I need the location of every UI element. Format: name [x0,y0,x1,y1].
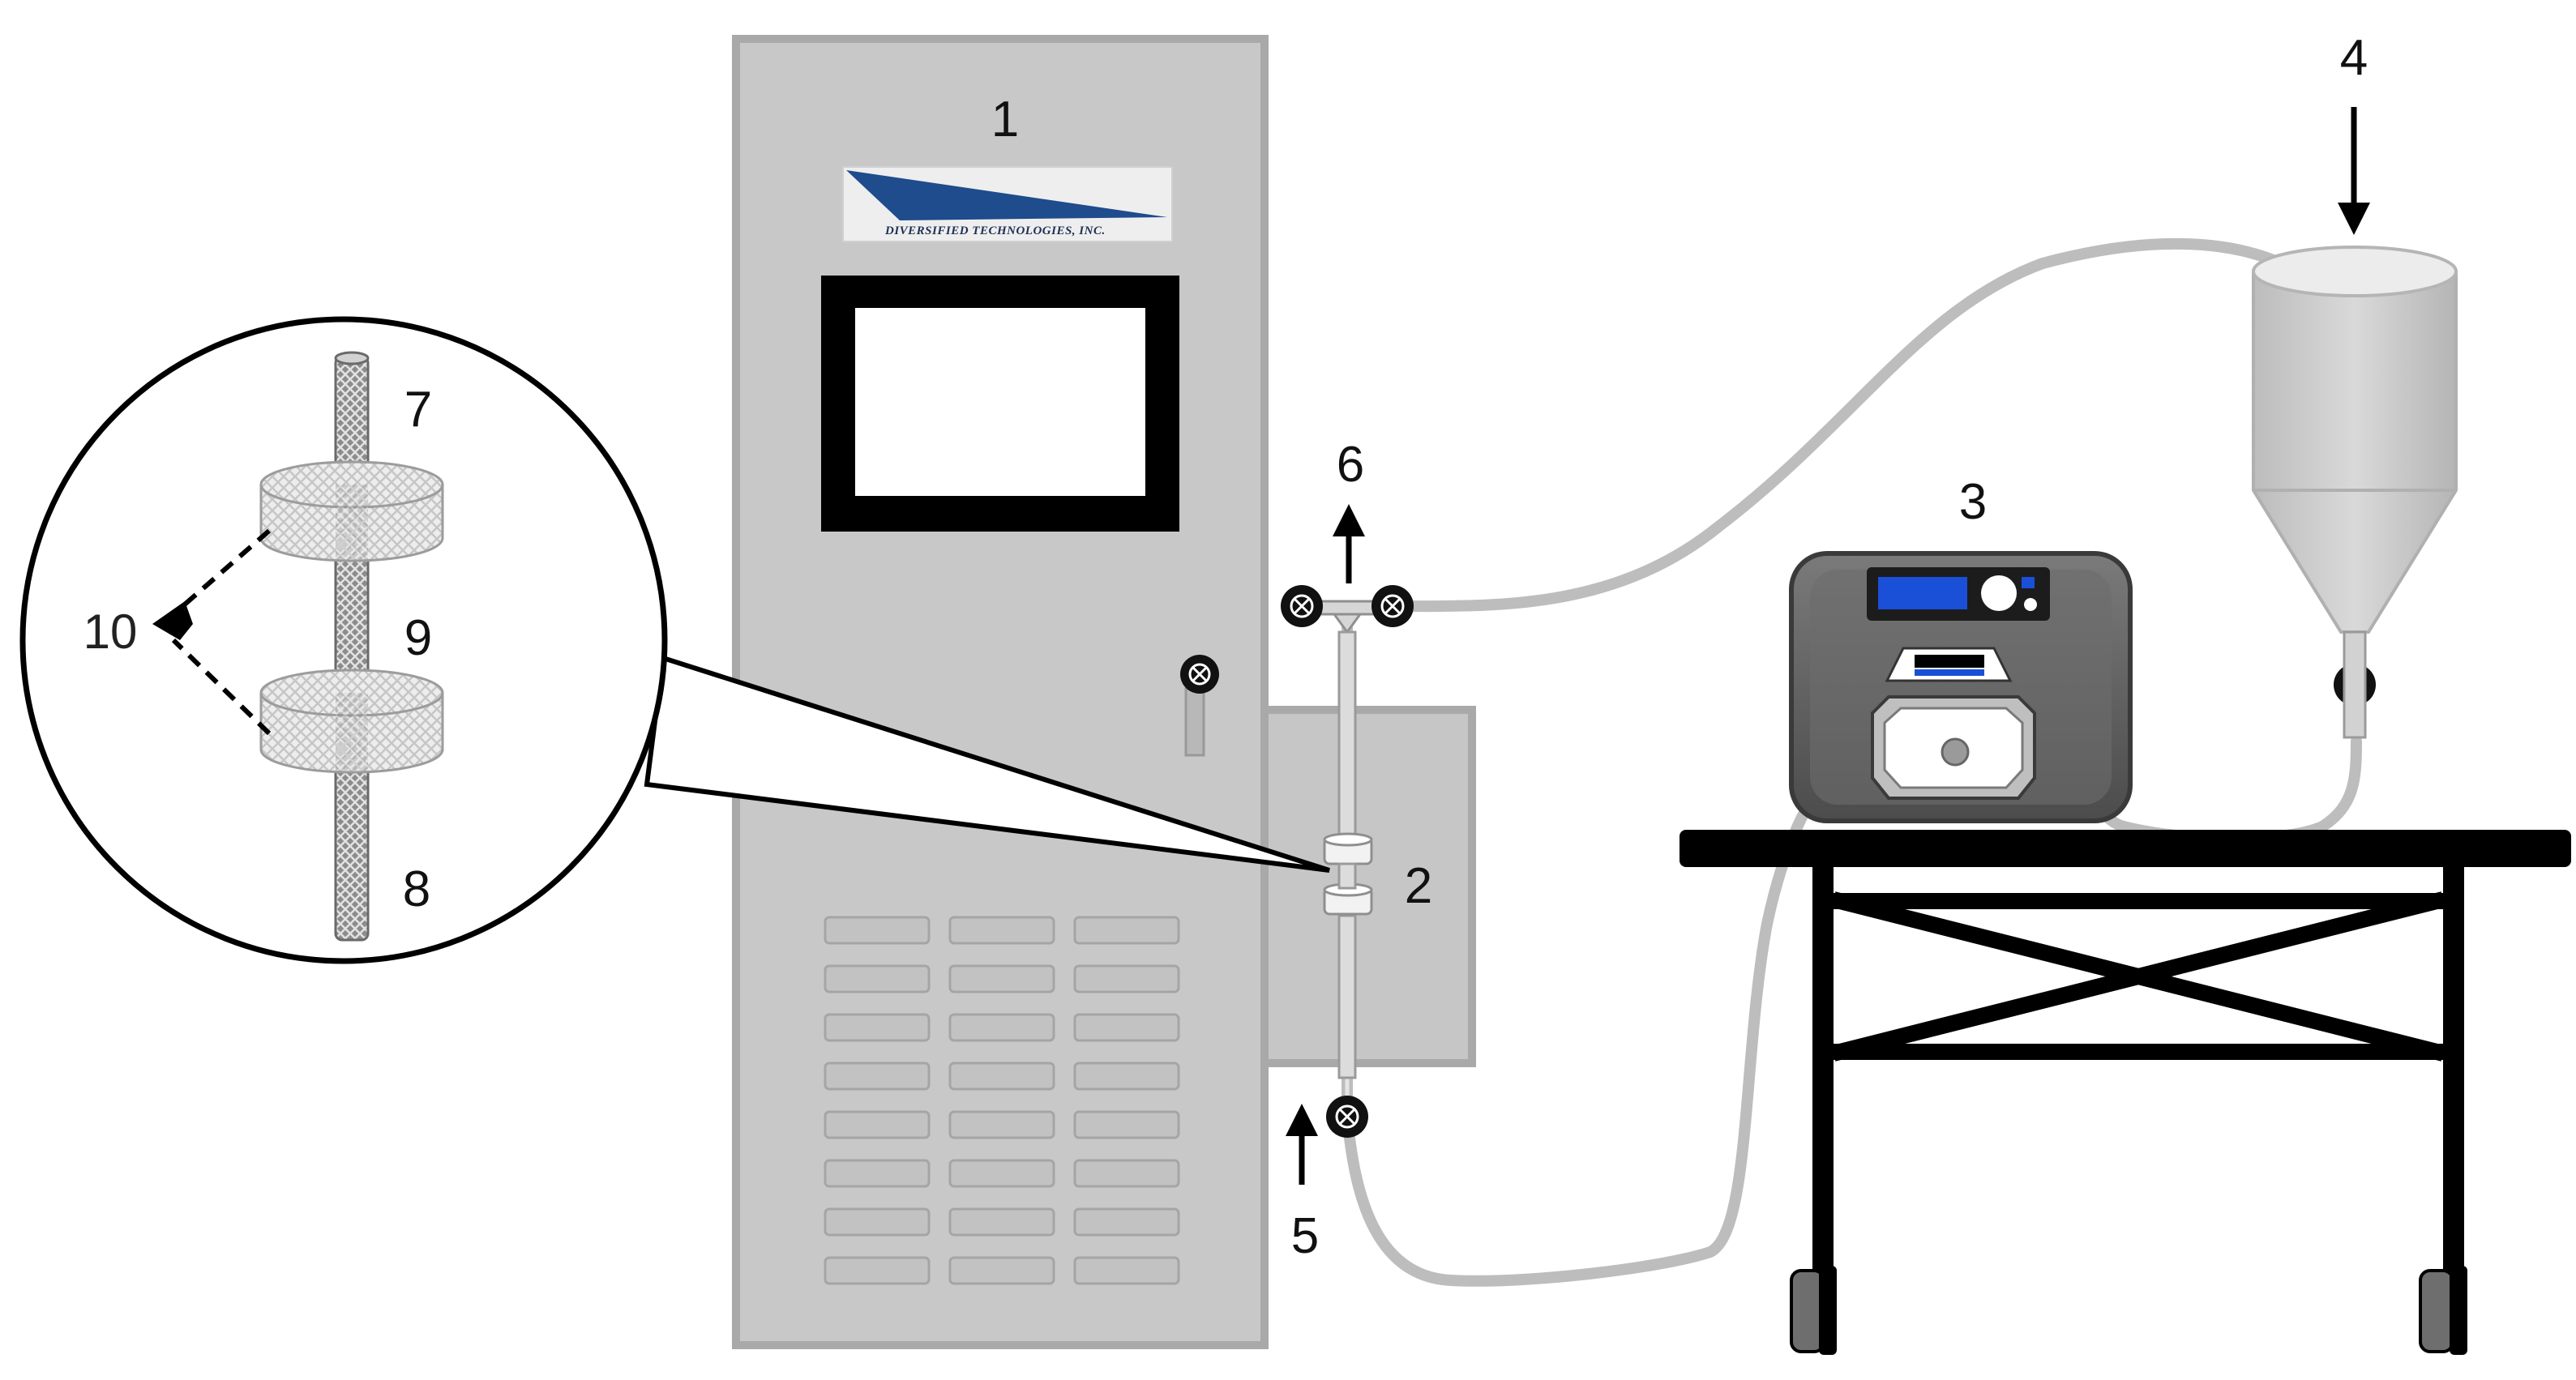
cart-table [1680,830,2571,1355]
label-2: 2 [1405,858,1432,914]
vent-slot [948,1062,1055,1091]
vent-slot [824,1256,931,1285]
wheel [1790,1266,2467,1355]
magnifier-callout [19,316,1330,964]
vent-slot [948,964,1055,993]
vent-slot [1073,916,1180,945]
vent-slot [824,916,931,945]
vent-slot [948,1207,1055,1237]
vent-slot [948,1013,1055,1042]
vent-slot [824,964,931,993]
vent-slot [824,1013,931,1042]
label-4: 4 [2340,30,2368,86]
power-supply-cabinet: DIVERSIFIED TECHNOLOGIES, INC. [732,35,1476,1349]
callout-labels: 1 2 3 4 5 6 7 8 9 10 [83,30,2368,1264]
company-logo: DIVERSIFIED TECHNOLOGIES, INC. [842,166,1173,242]
vent-slot [948,916,1055,945]
treatment-chamber [1323,832,1373,916]
valve-icon [1371,585,1414,627]
vent-slot [1073,1110,1180,1139]
valve-icon [1326,1096,1368,1138]
mesh-ring [259,669,444,774]
vent-slot [1073,1256,1180,1285]
label-3: 3 [1959,474,1987,530]
pump-display [1878,577,1967,609]
label-6: 6 [1337,437,1364,493]
vent-slot [824,1159,931,1188]
arrow-down-icon [2338,107,2370,235]
peristaltic-pump [1789,551,2133,823]
vent-slot [948,1159,1055,1188]
arrow-up-icon [1333,504,1365,583]
cabinet-handle [1180,655,1219,757]
vent-slot [1073,964,1180,993]
pump-dial [1981,575,2017,611]
label-10: 10 [83,605,138,659]
treatment-line [1300,600,1394,1107]
feed-reservoir [2252,246,2458,739]
label-5: 5 [1291,1208,1319,1264]
flow-arrows [1286,107,2370,1185]
label-1: 1 [991,92,1019,147]
arrow-head-icon [152,601,193,640]
electrode-rod [334,351,370,942]
vent-slot [948,1256,1055,1285]
pump-head [1871,695,2036,800]
label-8: 8 [403,861,430,917]
arrow-up-icon [1286,1104,1318,1185]
vent-slot [1073,1159,1180,1188]
dashed-arrow-icon [171,528,272,736]
cabinet-vent-grid [824,916,1180,1285]
upper-tube [1387,237,2316,613]
label-9: 9 [404,610,432,666]
mesh-ring [259,460,444,562]
vent-slot [824,1110,931,1139]
valve-icon [1281,585,1323,627]
vent-slot [1073,1062,1180,1091]
vent-slot [1073,1207,1180,1237]
label-7: 7 [404,382,432,438]
logo-text: DIVERSIFIED TECHNOLOGIES, INC. [884,224,1106,237]
vent-slot [948,1110,1055,1139]
vent-slot [824,1207,931,1237]
vent-slot [824,1062,931,1091]
vent-slot [1073,1013,1180,1042]
